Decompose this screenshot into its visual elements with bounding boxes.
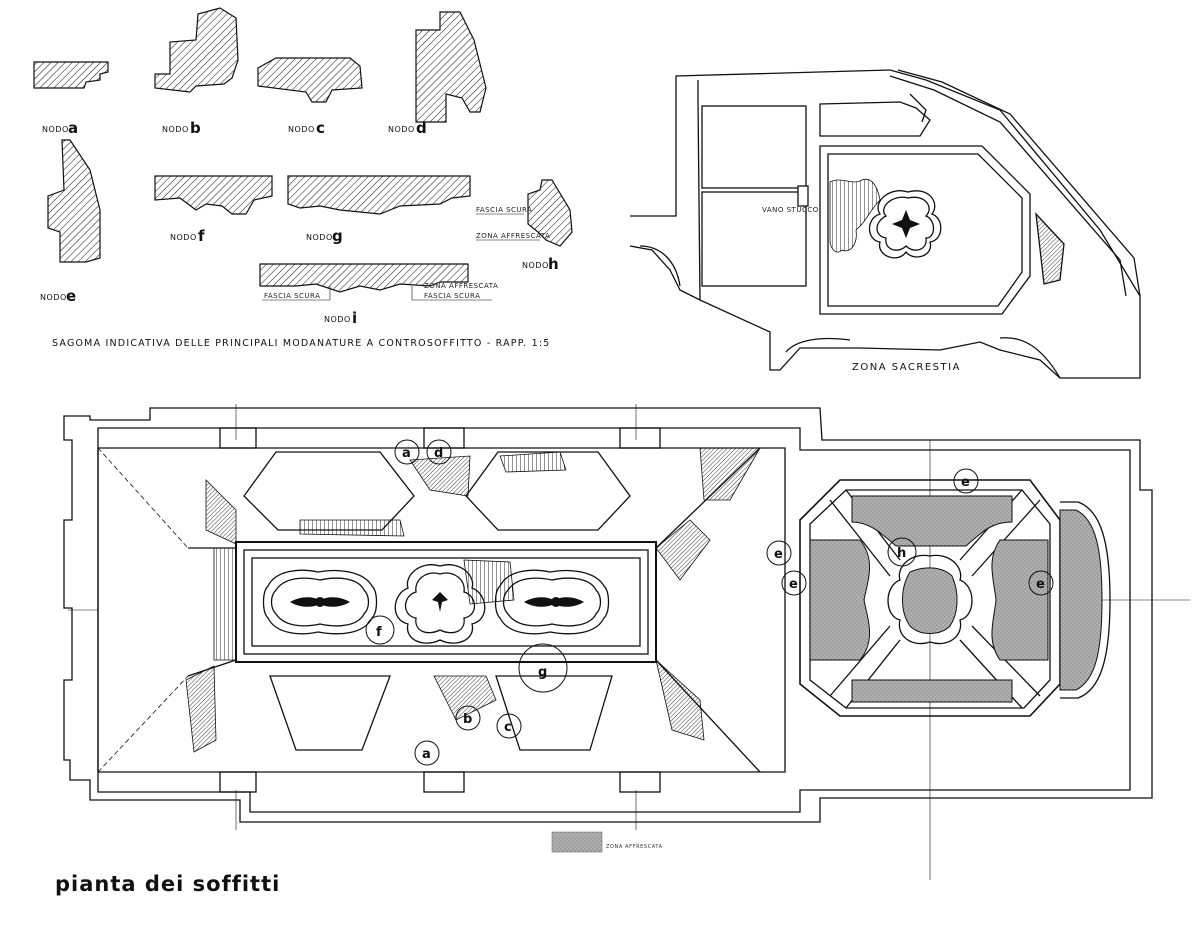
nodo-labels: NODO a NODO b NODO c NODO d NODO e NODO … [40, 119, 559, 327]
profile-e [47, 139, 101, 263]
profile-f [154, 175, 273, 215]
profile-c [257, 57, 363, 103]
profile-g [287, 175, 471, 215]
note-h-zona-affrescata: ZONA AFFRESCATA [476, 232, 550, 240]
nodo-c-word: NODO [288, 125, 315, 134]
profile-h [527, 179, 573, 247]
sacristy-fresco-area [829, 178, 881, 253]
marker-d-top: d [434, 446, 443, 461]
nodo-d-word: NODO [388, 125, 415, 134]
left-panel-rosette-icon [315, 597, 325, 607]
marker-e-1: e [774, 547, 783, 562]
nodo-h-word: NODO [522, 261, 549, 270]
profile-i [259, 263, 469, 293]
nodo-a-letter: a [68, 119, 78, 137]
nodo-f-word: NODO [170, 233, 197, 242]
nodo-h-letter: h [548, 255, 559, 273]
sacristy-label: ZONA SACRESTIA [852, 362, 961, 373]
marker-b: b [463, 712, 472, 727]
marker-e-2: e [789, 577, 798, 592]
nave-hatched-zones [185, 447, 761, 753]
sacristy-note: VANO STUCCO [762, 206, 819, 214]
panel-ornaments [290, 592, 584, 612]
profile-d [415, 11, 487, 123]
nodo-i-letter: i [352, 309, 357, 327]
nodo-f-letter: f [198, 227, 205, 245]
note-i-fascia-scura-right: FASCIA SCURA [424, 292, 480, 300]
legend: ZONA AFFRESCATA [551, 831, 663, 853]
profile-b [154, 7, 239, 93]
marker-e-4: e [1036, 577, 1045, 592]
profile-a [33, 61, 109, 89]
nodo-d-letter: d [416, 119, 427, 137]
note-i-fascia-scura-left: FASCIA SCURA [264, 292, 320, 300]
nodo-b-letter: b [190, 119, 201, 137]
nodo-e-word: NODO [40, 293, 67, 302]
note-i-zona-affrescata: ZONA AFFRESCATA [424, 282, 498, 290]
page-title: pianta dei soffitti [55, 872, 281, 896]
nodo-e-letter: e [66, 287, 76, 305]
nodo-i-word: NODO [324, 315, 351, 324]
marker-a-top: a [402, 446, 411, 461]
legend-swatch [551, 831, 603, 853]
profiles-caption: SAGOMA INDICATIVA DELLE PRINCIPALI MODAN… [52, 338, 551, 349]
nodo-g-word: NODO [306, 233, 333, 242]
right-panel-rosette-icon [551, 597, 561, 607]
plan-markers [365, 439, 1054, 766]
profile-notes: FASCIA SCURA ZONA AFFRESCATA FASCIA SCUR… [264, 206, 550, 300]
marker-g: g [538, 665, 547, 680]
dove-icon [432, 592, 448, 612]
choir-fresco-areas [809, 495, 1103, 703]
marker-e-3: e [961, 475, 970, 490]
sacristy-center-rosette-icon [892, 210, 920, 238]
marker-h: h [897, 546, 906, 561]
marker-f: f [376, 625, 382, 640]
nodo-c-letter: c [316, 119, 325, 137]
moulding-profiles [33, 7, 573, 301]
nodo-g-letter: g [332, 227, 343, 245]
plan-marker-labels: a d f g b c a e e e e h [376, 446, 1045, 762]
nodo-b-word: NODO [162, 125, 189, 134]
marker-c: c [504, 720, 512, 735]
sacristy-plan [629, 69, 1141, 379]
nodo-a-word: NODO [42, 125, 69, 134]
marker-a-bottom: a [422, 747, 431, 762]
legend-label: ZONA AFFRESCATA [606, 844, 663, 850]
note-h-fascia-scura: FASCIA SCURA [476, 206, 532, 214]
